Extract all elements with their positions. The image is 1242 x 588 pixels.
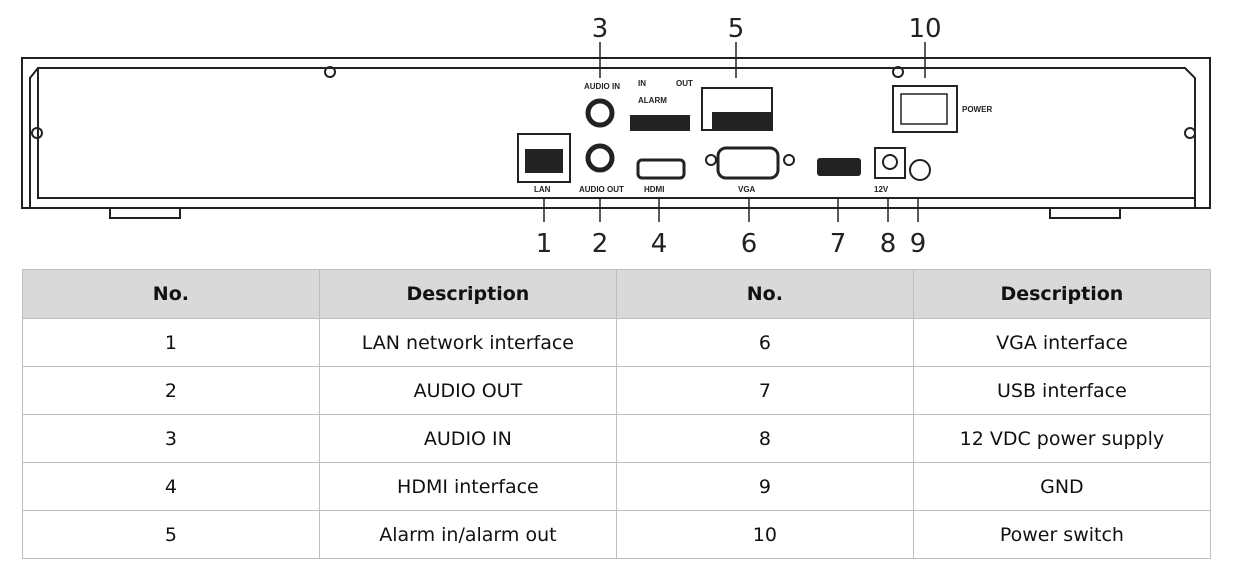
svg-text:OUT: OUT (676, 79, 693, 88)
cell: 7 (615, 366, 914, 415)
cell: VGA interface (912, 318, 1212, 367)
callout-5: 5 (728, 14, 745, 44)
header-description: Description (912, 269, 1212, 319)
cell: HDMI interface (318, 462, 617, 511)
callout-10: 10 (908, 14, 941, 44)
gnd-terminal (909, 159, 931, 181)
cell: LAN network interface (318, 318, 617, 367)
header-no: No. (615, 269, 914, 319)
cell: 6 (615, 318, 914, 367)
rear-panel-diagram: LAN AUDIO OUT AUDIO IN HDMI VGA 12V POWE… (21, 14, 1211, 259)
callout-7: 7 (830, 229, 847, 259)
cell: 12 VDC power supply (912, 414, 1212, 463)
cell: Alarm in/alarm out (318, 510, 617, 559)
svg-text:VGA: VGA (738, 185, 756, 194)
svg-text:ALARM: ALARM (638, 96, 667, 105)
hdmi-logo-badge (630, 115, 690, 131)
audio-jacks (585, 98, 615, 173)
svg-text:12V: 12V (874, 185, 889, 194)
header-no: No. (22, 269, 320, 319)
table-header-row: No. Description No. Description (22, 269, 1212, 319)
dc-jack (874, 147, 906, 179)
cell: 10 (615, 510, 914, 559)
callout-1: 1 (536, 229, 553, 259)
lan-port (517, 133, 571, 183)
svg-text:IN: IN (638, 79, 646, 88)
header-description: Description (318, 269, 617, 319)
cell: USB interface (912, 366, 1212, 415)
cell: GND (912, 462, 1212, 511)
cell: 2 (22, 366, 320, 415)
cell: AUDIO OUT (318, 366, 617, 415)
callout-2: 2 (592, 229, 609, 259)
svg-text:LAN: LAN (534, 185, 551, 194)
svg-text:AUDIO OUT: AUDIO OUT (579, 185, 624, 194)
callout-6: 6 (741, 229, 758, 259)
callout-9: 9 (910, 229, 927, 259)
cell: AUDIO IN (318, 414, 617, 463)
cell: 9 (615, 462, 914, 511)
callout-3: 3 (592, 14, 609, 44)
callout-8: 8 (880, 229, 897, 259)
svg-text:HDMI: HDMI (644, 185, 664, 194)
cell: 8 (615, 414, 914, 463)
svg-text:POWER: POWER (962, 105, 992, 114)
cell: 5 (22, 510, 320, 559)
cell: 4 (22, 462, 320, 511)
cell: 1 (22, 318, 320, 367)
chassis-outline (21, 57, 1211, 209)
callout-4: 4 (651, 229, 668, 259)
hdmi-port (636, 158, 686, 180)
usb-port (817, 158, 861, 176)
cell: Power switch (912, 510, 1212, 559)
vga-port (716, 146, 780, 180)
cell: 3 (22, 414, 320, 463)
svg-text:AUDIO IN: AUDIO IN (584, 82, 620, 91)
